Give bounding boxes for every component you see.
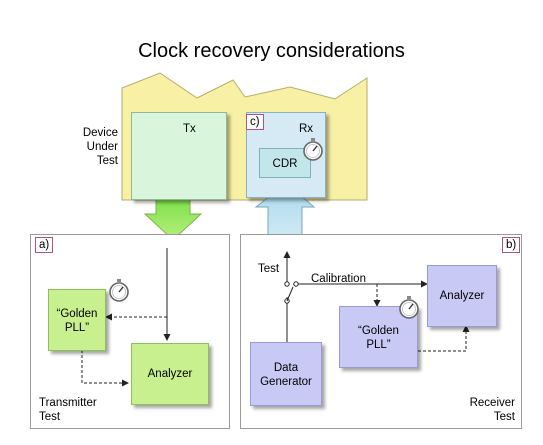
tx-down-arrow (143, 197, 203, 241)
calibration-label: Calibration (311, 273, 366, 285)
switch-cal-node (293, 281, 299, 287)
golden-pll-tx-line: PLL” (64, 322, 90, 334)
transmitter-test-label-line: Test (39, 411, 61, 423)
analyzer-rx: Analyzer (427, 265, 497, 327)
dut-label: Device Under Test (60, 126, 118, 168)
data-generator-line: Data (273, 362, 299, 374)
pll-to-analyzer-rx-line (418, 325, 470, 352)
tag-c: c) (246, 114, 264, 130)
transmitter-test-label: Transmitter Test (39, 396, 97, 424)
cdr-block: CDR (259, 148, 311, 178)
receiver-test-label: Receiver Test (440, 396, 515, 424)
data-generator: Data Generator (250, 342, 322, 406)
tx-block: Tx (131, 112, 227, 200)
analyzer-rx-label: Analyzer (439, 290, 485, 302)
rx-label: Rx (299, 123, 314, 135)
test-label: Test (258, 263, 280, 275)
switch-lever (286, 286, 294, 302)
transmitter-test-label-line: Transmitter (39, 397, 97, 409)
golden-pll-tx: “Golden PLL” (48, 289, 106, 351)
tag-a: a) (35, 237, 54, 253)
golden-pll-tx-line: “Golden (56, 308, 98, 320)
dut-label-line: Device (82, 127, 118, 139)
golden-pll-rx-line: PLL” (366, 339, 391, 351)
cdr-label: CDR (272, 158, 298, 170)
golden-pll-rx-line: “Golden (358, 325, 399, 337)
receiver-test-label-line: Receiver (469, 397, 515, 409)
dut-label-line: Under (86, 141, 118, 153)
stopwatch-icon (399, 296, 419, 319)
data-generator-line: Generator (260, 376, 312, 388)
switch-test-node (284, 281, 290, 287)
pll-to-analyzer-line (81, 350, 129, 387)
dut-label-line: Test (96, 155, 118, 167)
receiver-test-label-line: Test (493, 411, 515, 423)
page-title: Clock recovery considerations (138, 40, 405, 62)
analyzer-tx-label: Analyzer (147, 368, 193, 380)
stopwatch-icon (303, 138, 323, 161)
analyzer-tx: Analyzer (131, 343, 209, 405)
tx-label: Tx (183, 123, 196, 135)
stopwatch-icon (109, 279, 129, 302)
tag-b: b) (502, 237, 521, 253)
